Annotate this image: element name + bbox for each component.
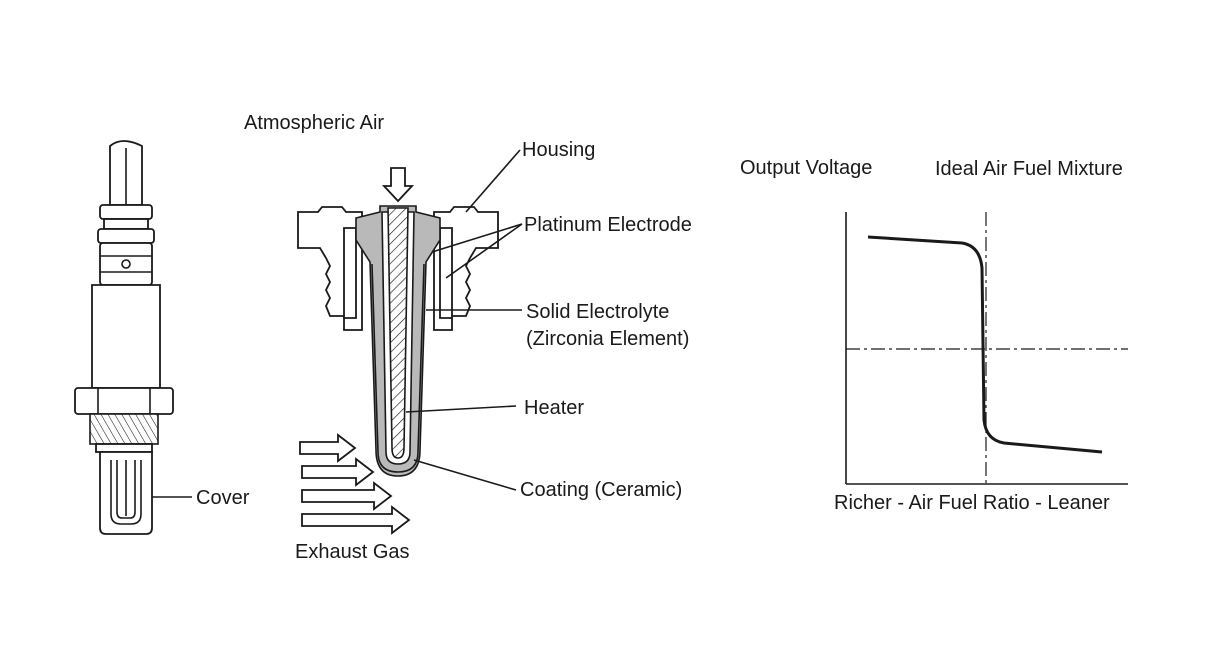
exhaust-arrow-3 <box>301 481 393 511</box>
sensor-vent-hole <box>121 259 131 269</box>
output-voltage-curve <box>867 235 1103 454</box>
platinum-electrode-leader-2 <box>445 223 523 279</box>
exhaust-gas-arrows <box>299 433 411 535</box>
chart-x-axis-label: Richer - Air Fuel Ratio - Leaner <box>834 492 1110 514</box>
sensor-ring-3 <box>97 228 155 244</box>
atmospheric-air-label: Atmospheric Air <box>244 112 384 134</box>
platinum-electrode-label: Platinum Electrode <box>524 214 692 236</box>
exhaust-arrow-1 <box>299 433 357 463</box>
housing-leader <box>465 149 521 213</box>
heater-label: Heater <box>524 397 584 419</box>
heater-leader <box>405 405 517 413</box>
sensor-thread-collar <box>95 443 153 453</box>
exhaust-arrow-4 <box>301 505 411 535</box>
solid-electrolyte-label-line1: Solid Electrolyte <box>526 301 669 323</box>
coating-leader <box>413 459 517 491</box>
exhaust-arrow-2 <box>301 457 375 487</box>
sensor-body <box>91 284 161 389</box>
sensor-hex-nut <box>74 387 174 415</box>
exhaust-gas-label: Exhaust Gas <box>295 541 410 563</box>
sensor-ring-2 <box>103 218 149 230</box>
ceramic-coating <box>371 263 425 473</box>
sensor-ring-1 <box>99 204 153 220</box>
sensor-cross-section <box>297 205 499 477</box>
solid-electrolyte-label-line2: (Zirconia Element) <box>526 328 689 350</box>
coating-label: Coating (Ceramic) <box>520 479 682 501</box>
sensor-thread <box>89 413 159 445</box>
housing-label: Housing <box>522 139 595 161</box>
chart-y-axis-label: Output Voltage <box>740 157 872 179</box>
atmospheric-air-arrow <box>381 167 415 203</box>
cover-label: Cover <box>196 487 250 509</box>
platinum-electrode-leader-1 <box>431 223 523 253</box>
sensor-exterior <box>74 140 192 535</box>
output-voltage-chart: Output Voltage Ideal Air Fuel Mixture Ri… <box>740 157 1128 514</box>
heater-rod <box>387 207 409 459</box>
chart-reference-label: Ideal Air Fuel Mixture <box>935 158 1123 180</box>
